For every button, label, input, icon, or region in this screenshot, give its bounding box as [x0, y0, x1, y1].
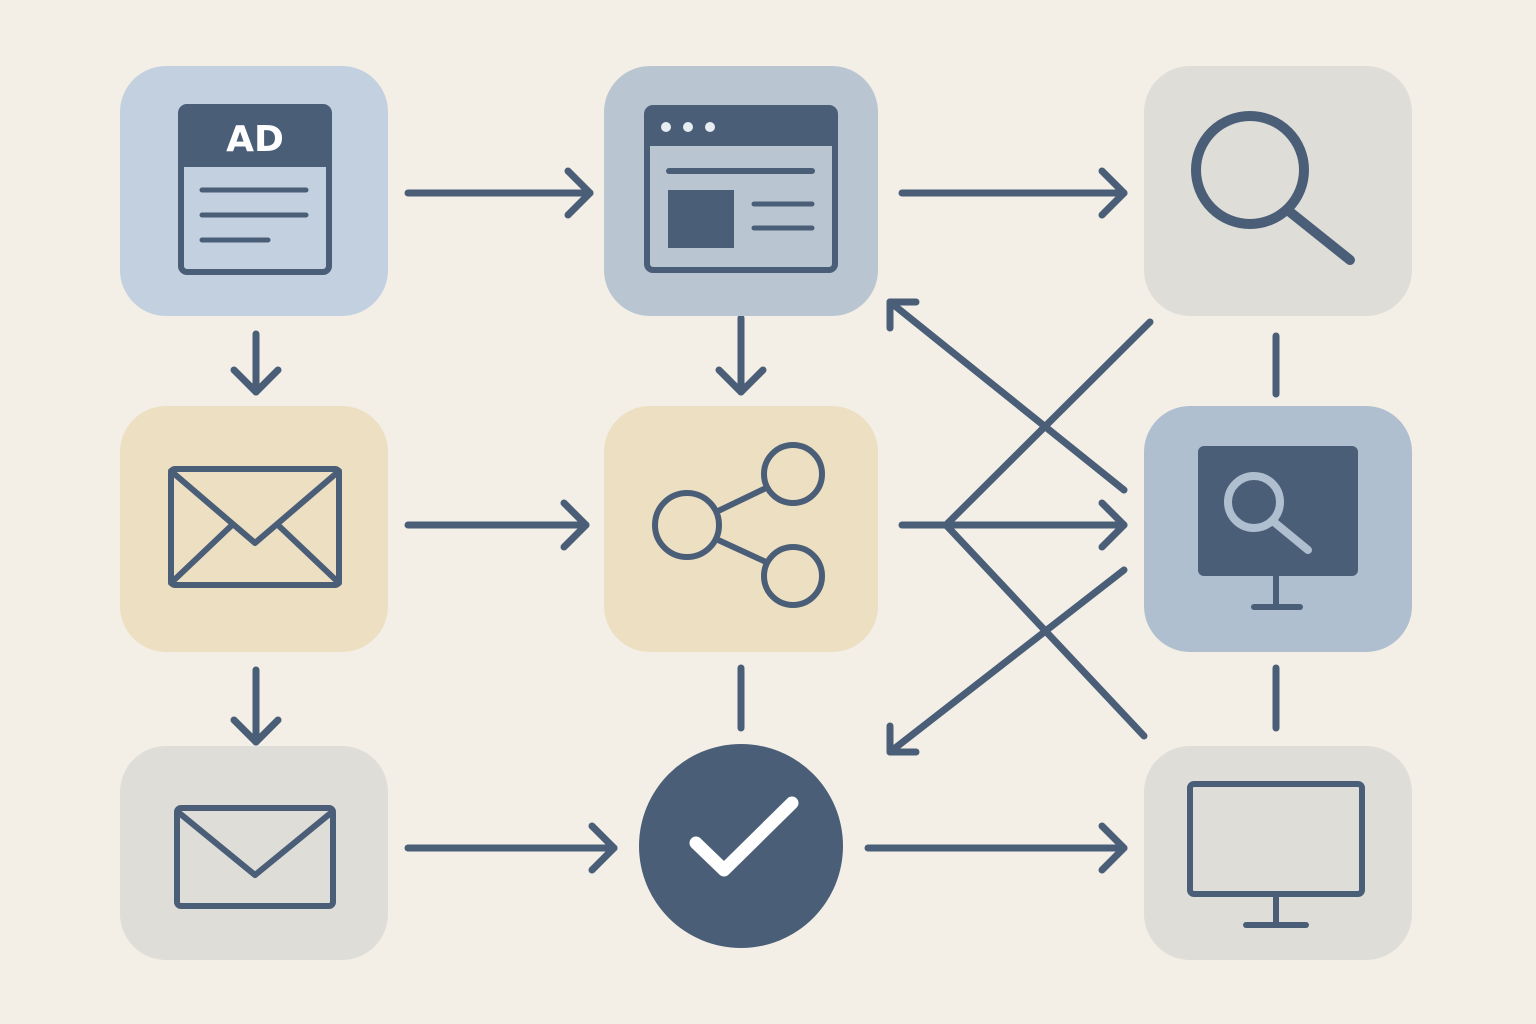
node-email[interactable] [120, 406, 388, 652]
edge-web-to-search [898, 167, 1128, 219]
edge-email-to-share [404, 499, 590, 551]
envelope-icon [174, 805, 336, 909]
node-tile [1144, 746, 1412, 960]
node-search-display[interactable] [1144, 406, 1412, 652]
share-icon [652, 442, 825, 608]
browser-window-icon [644, 105, 838, 273]
edge-web-to-share [715, 314, 767, 396]
node-tile [120, 406, 388, 652]
ad-banner-icon [178, 104, 332, 275]
edge-email-2-to-conversion [404, 822, 618, 874]
edge-share-to-search-display [898, 499, 1128, 551]
node-tile [604, 406, 878, 652]
edge-ad-to-email [230, 330, 282, 396]
connectors [230, 167, 1280, 874]
edge-search-display-to-web [886, 298, 1128, 494]
node-web[interactable] [604, 66, 878, 316]
edge-conversion-to-display [864, 822, 1128, 874]
magnifier-icon [1191, 111, 1355, 265]
ad-label: AD [226, 119, 284, 160]
edge-email-to-email-2 [230, 666, 282, 746]
monitor-icon [1187, 781, 1365, 928]
node-tile [1144, 66, 1412, 316]
edge-search-to-share [942, 318, 1154, 740]
node-conversion[interactable] [639, 744, 843, 948]
node-email-2[interactable] [120, 746, 388, 960]
node-tile [120, 746, 388, 960]
search-monitor-icon [1198, 446, 1358, 610]
check-icon [689, 796, 799, 877]
node-ad[interactable]: AD [120, 66, 388, 316]
node-search[interactable] [1144, 66, 1412, 316]
edge-ad-to-web [404, 167, 594, 219]
edge-search-display-to-conversion [886, 566, 1128, 756]
node-share[interactable] [604, 406, 878, 652]
node-display[interactable] [1144, 746, 1412, 960]
envelope-icon [168, 466, 342, 588]
